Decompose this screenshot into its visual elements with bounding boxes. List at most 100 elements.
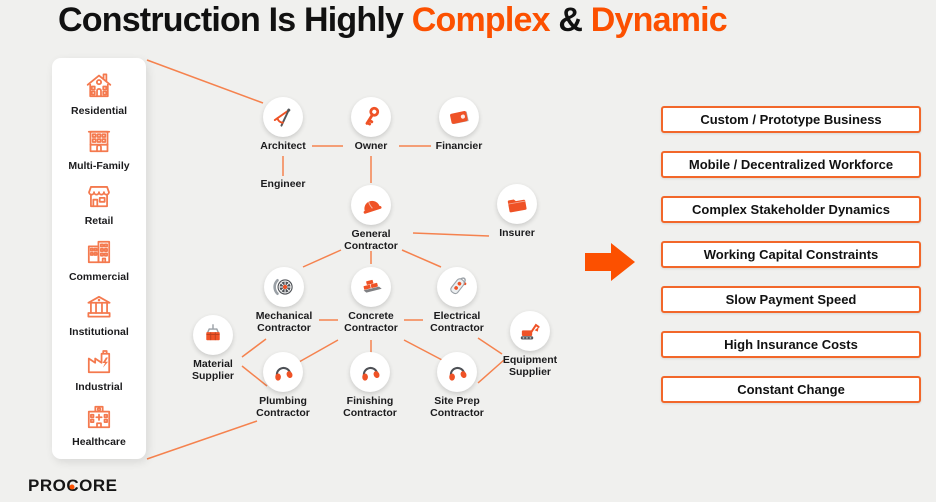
hard-hat-icon xyxy=(351,185,391,225)
fan-icon xyxy=(264,267,304,307)
challenge-label: Constant Change xyxy=(737,382,845,397)
connector-line xyxy=(241,365,268,387)
node-architect: Architect xyxy=(244,97,322,152)
node-label: Architect xyxy=(260,140,306,152)
logo-c-mark: C xyxy=(66,476,79,496)
challenge-box-constant-change: Constant Change xyxy=(661,376,921,403)
node-engineer: Engineer xyxy=(244,178,322,190)
node-owner: Owner xyxy=(332,97,410,152)
title-black-2: & xyxy=(549,1,591,39)
ear-protection-icon xyxy=(350,352,390,392)
logo-text-pre: PRO xyxy=(28,476,67,495)
node-label: Financier xyxy=(435,140,483,152)
page-title: Construction Is Highly Complex & Dynamic xyxy=(58,1,728,40)
apartment-icon xyxy=(87,131,111,153)
node-label: Material Supplier xyxy=(191,358,234,383)
connector-line xyxy=(401,249,442,268)
key-icon xyxy=(351,97,391,137)
sidebar-item-label: Residential xyxy=(70,105,128,118)
challenge-label: Mobile / Decentralized Workforce xyxy=(688,157,894,172)
ear-protection-icon xyxy=(263,352,303,392)
challenge-box-custom-prototype: Custom / Prototype Business xyxy=(661,106,921,133)
node-concrete-contractor: Concrete Contractor xyxy=(332,267,410,335)
node-general-contractor: General Contractor xyxy=(332,185,410,253)
sidebar-item-label: Industrial xyxy=(75,380,123,393)
challenge-label: Working Capital Constraints xyxy=(703,247,879,262)
logo-text-post: ORE xyxy=(79,476,118,495)
connector-line xyxy=(412,232,490,237)
bank-icon xyxy=(87,295,111,318)
hospital-icon xyxy=(87,405,111,428)
bricks-icon xyxy=(351,267,391,307)
sidebar-item-retail: Retail xyxy=(82,179,116,227)
challenge-box-stakeholder-dynamics: Complex Stakeholder Dynamics xyxy=(661,196,921,223)
factory-icon xyxy=(87,349,111,373)
sidebar-item-industrial: Industrial xyxy=(75,345,123,393)
node-label: Mechanical Contractor xyxy=(255,310,313,335)
node-label: Insurer xyxy=(499,227,535,239)
sidebar-item-multi-family: Multi-Family xyxy=(68,124,130,172)
sidebar-item-label: Healthcare xyxy=(72,435,126,448)
challenge-label: Complex Stakeholder Dynamics xyxy=(692,202,890,217)
node-finishing-contractor: Finishing Contractor xyxy=(331,352,409,420)
sidebar-item-institutional: Institutional xyxy=(69,290,129,338)
challenge-box-working-capital: Working Capital Constraints xyxy=(661,241,921,268)
sidebar-item-label: Commercial xyxy=(68,270,130,283)
sidebar-item-label: Retail xyxy=(84,215,114,228)
power-strip-icon xyxy=(437,267,477,307)
connector-line xyxy=(146,420,258,460)
sidebar-item-healthcare: Healthcare xyxy=(72,400,126,448)
title-accent-1: Complex xyxy=(411,1,551,39)
connector-line xyxy=(241,338,267,358)
node-label: Site Prep Contractor xyxy=(430,395,484,420)
right-arrow-icon xyxy=(585,243,635,281)
sidebar-item-label: Institutional xyxy=(69,325,129,338)
node-material-supplier: Material Supplier xyxy=(174,315,252,383)
node-financier: Financier xyxy=(420,97,498,152)
title-accent-2: Dynamic xyxy=(590,1,728,39)
node-label: Finishing Contractor xyxy=(343,395,397,420)
excavator-icon xyxy=(510,311,550,351)
title-black-1: Construction Is Highly xyxy=(58,1,412,39)
challenge-box-mobile-workforce: Mobile / Decentralized Workforce xyxy=(661,151,921,178)
node-label: General Contractor xyxy=(344,228,398,253)
connector-line xyxy=(477,337,503,355)
folder-icon xyxy=(497,184,537,224)
node-plumbing-contractor: Plumbing Contractor xyxy=(244,352,322,420)
connector-line xyxy=(403,339,445,362)
logo-orange-dot-icon xyxy=(69,484,75,490)
crane-load-icon xyxy=(193,315,233,355)
building-types-panel: Residential Multi-Family Retail xyxy=(52,58,146,459)
node-electrical-contractor: Electrical Contractor xyxy=(418,267,496,335)
node-equipment-supplier: Equipment Supplier xyxy=(491,311,569,379)
node-label: Engineer xyxy=(260,178,306,190)
challenge-label: Slow Payment Speed xyxy=(725,292,857,307)
node-label: Plumbing Contractor xyxy=(256,395,310,420)
connector-line xyxy=(302,249,342,268)
wallet-icon xyxy=(439,97,479,137)
house-icon xyxy=(86,73,112,98)
office-buildings-icon xyxy=(87,240,111,263)
connector-line xyxy=(477,359,505,384)
node-label: Owner xyxy=(354,140,388,152)
connector-line xyxy=(146,59,264,104)
challenge-label: Custom / Prototype Business xyxy=(700,112,882,127)
node-label: Electrical Contractor xyxy=(430,310,484,335)
node-site-prep-contractor: Site Prep Contractor xyxy=(418,352,496,420)
ear-protection-icon xyxy=(437,352,477,392)
node-insurer: Insurer xyxy=(478,184,556,239)
sidebar-item-residential: Residential xyxy=(71,69,127,117)
procore-logo: PROCORE xyxy=(28,476,117,496)
drafting-compass-icon xyxy=(263,97,303,137)
challenge-box-payment-speed: Slow Payment Speed xyxy=(661,286,921,313)
challenge-box-insurance-costs: High Insurance Costs xyxy=(661,331,921,358)
sidebar-item-commercial: Commercial xyxy=(69,235,129,283)
node-mechanical-contractor: Mechanical Contractor xyxy=(245,267,323,335)
challenges-list: Custom / Prototype Business Mobile / Dec… xyxy=(661,106,921,403)
node-label: Concrete Contractor xyxy=(344,310,398,335)
challenge-label: High Insurance Costs xyxy=(724,337,858,352)
storefront-icon xyxy=(88,186,110,208)
connector-line xyxy=(298,339,339,363)
